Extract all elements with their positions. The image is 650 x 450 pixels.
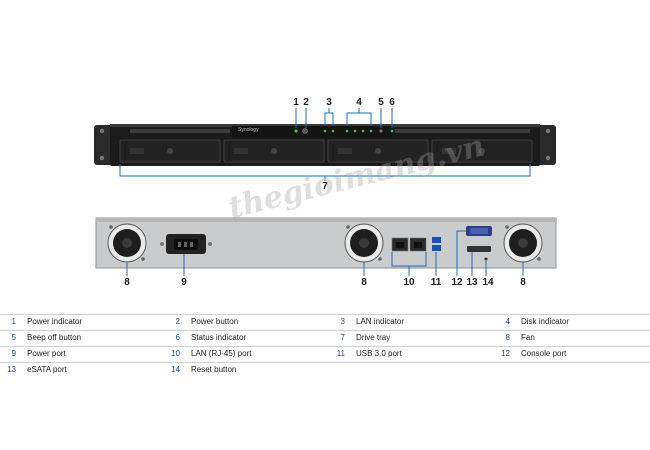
rack-ear-right [536, 125, 556, 165]
back-callout-lines [126, 230, 524, 276]
usb-ports [432, 237, 441, 251]
back-panel-diagram [95, 217, 557, 276]
callout-12: 12 [451, 277, 463, 288]
console-port [466, 226, 492, 236]
front-callout-lines [119, 108, 531, 181]
legend-number: 2 [175, 317, 180, 326]
callout-9: 9 [181, 277, 187, 288]
front-brand-label: Synology [238, 127, 259, 133]
legend-number: 6 [175, 333, 180, 342]
legend-number: 4 [505, 317, 510, 326]
legend-number: 3 [340, 317, 345, 326]
legend-label: LAN (RJ-45) port [191, 349, 252, 358]
back-chassis [95, 217, 557, 269]
power-port [160, 234, 212, 254]
legend-label: Beep off button [27, 333, 82, 342]
legend-number: 5 [11, 333, 16, 342]
beep-off-button [379, 129, 383, 133]
callout-8-middle: 8 [361, 277, 367, 288]
legend-number: 12 [501, 349, 510, 358]
lan-indicators [323, 129, 335, 133]
legend-number: 7 [340, 333, 345, 342]
legend-number: 9 [11, 349, 16, 358]
reset-button [484, 257, 488, 261]
legend-label: Reset button [191, 365, 237, 374]
legend-number: 13 [7, 365, 16, 374]
fan-left [107, 223, 147, 263]
callout-13: 13 [466, 277, 478, 288]
legend-label: eSATA port [27, 365, 67, 374]
legend-number: 14 [171, 365, 180, 374]
esata-port [467, 246, 491, 252]
front-panel-diagram [94, 108, 556, 181]
callout-5: 5 [378, 97, 384, 108]
legend-label: Drive tray [356, 333, 391, 342]
legend-label: Disk indicator [521, 317, 570, 326]
legend-number: 8 [505, 333, 510, 342]
legend-number: 11 [336, 349, 345, 358]
callout-4: 4 [356, 97, 362, 108]
status-indicator [390, 129, 394, 133]
legend-row: 13 eSATA port 14 Reset button [0, 363, 650, 378]
legend-number: 10 [171, 349, 180, 358]
legend-label: Power port [27, 349, 66, 358]
disk-indicators [345, 129, 373, 133]
legend-row: 1 Power indicator 2 Power button 3 LAN i… [0, 314, 650, 331]
power-button [302, 128, 308, 134]
legend-table: 1 Power indicator 2 Power button 3 LAN i… [0, 314, 650, 378]
rack-ear-left [94, 125, 114, 165]
fan-right [503, 223, 543, 263]
callout-1: 1 [293, 97, 299, 108]
power-indicator [294, 129, 298, 133]
fan-middle [344, 223, 384, 263]
legend-number: 1 [11, 317, 16, 326]
callout-11: 11 [430, 277, 442, 288]
legend-label: Status indicator [191, 333, 247, 342]
callout-10: 10 [403, 277, 415, 288]
callout-6: 6 [389, 97, 395, 108]
legend-label: USB 3.0 port [356, 349, 402, 358]
legend-label: Power button [191, 317, 239, 326]
callout-14: 14 [482, 277, 494, 288]
callout-3: 3 [326, 97, 332, 108]
callout-7: 7 [322, 181, 328, 192]
front-vents [130, 129, 530, 133]
drive-trays [119, 139, 533, 163]
callout-8-left: 8 [124, 277, 130, 288]
callout-2: 2 [303, 97, 309, 108]
control-strip [232, 126, 392, 138]
legend-label: Fan [521, 333, 535, 342]
legend-label: Console port [521, 349, 567, 358]
legend-label: LAN indicator [356, 317, 405, 326]
callout-8-right: 8 [520, 277, 526, 288]
legend-row: 5 Beep off button 6 Status indicator 7 D… [0, 331, 650, 347]
legend-label: Power indicator [27, 317, 83, 326]
lan-ports [391, 237, 427, 252]
legend-row: 9 Power port 10 LAN (RJ-45) port 11 USB … [0, 347, 650, 363]
